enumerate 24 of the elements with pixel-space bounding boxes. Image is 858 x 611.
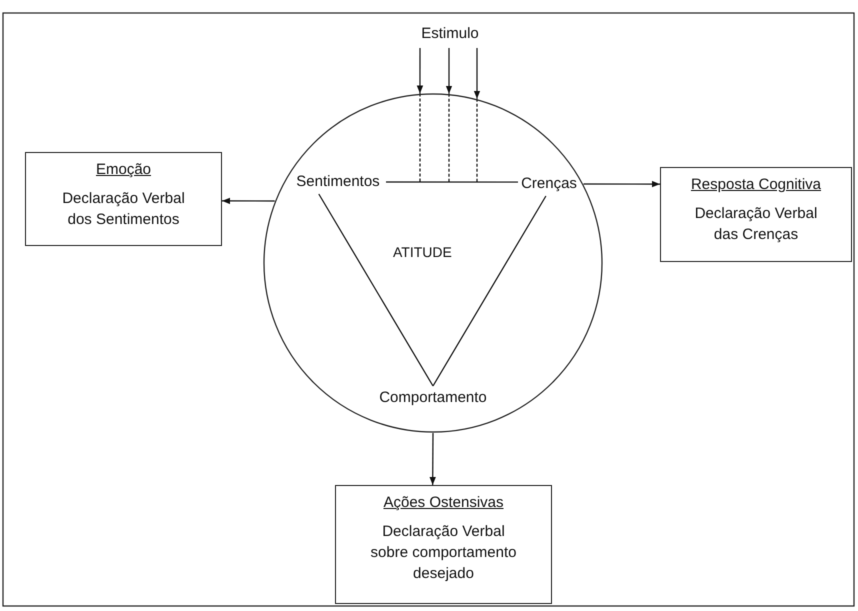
- connector-line: [386, 181, 518, 183]
- connector-line: [432, 196, 546, 386]
- attitude-circle: [263, 93, 603, 433]
- node-label: Crenças: [518, 172, 580, 196]
- arrow: [430, 433, 436, 485]
- arrow: [222, 198, 275, 204]
- arrow: [416, 48, 424, 94]
- node-label: Estimulo: [400, 22, 500, 48]
- arrow: [446, 48, 452, 94]
- text-box: [660, 167, 852, 262]
- box-text: Declaração Verbal dos Sentimentos: [61, 189, 186, 230]
- text-box: [335, 485, 552, 604]
- arrow: [474, 48, 480, 99]
- box-text: Declaração Verbal das Crenças: [694, 204, 818, 245]
- box-heading: Ações Ostensivas: [383, 494, 504, 512]
- node-label: Sentimentos: [290, 170, 386, 194]
- text-box: [25, 152, 222, 246]
- box-text: Declaração Verbal sobre comportamento desejado: [370, 522, 518, 584]
- connector-line: [318, 194, 434, 386]
- box-heading: Resposta Cognitiva: [690, 176, 822, 194]
- circle-label: ATITUDE: [393, 244, 452, 260]
- box-heading: Emoção: [96, 161, 152, 179]
- arrow: [584, 180, 660, 188]
- node-label: Comportamento: [372, 386, 494, 410]
